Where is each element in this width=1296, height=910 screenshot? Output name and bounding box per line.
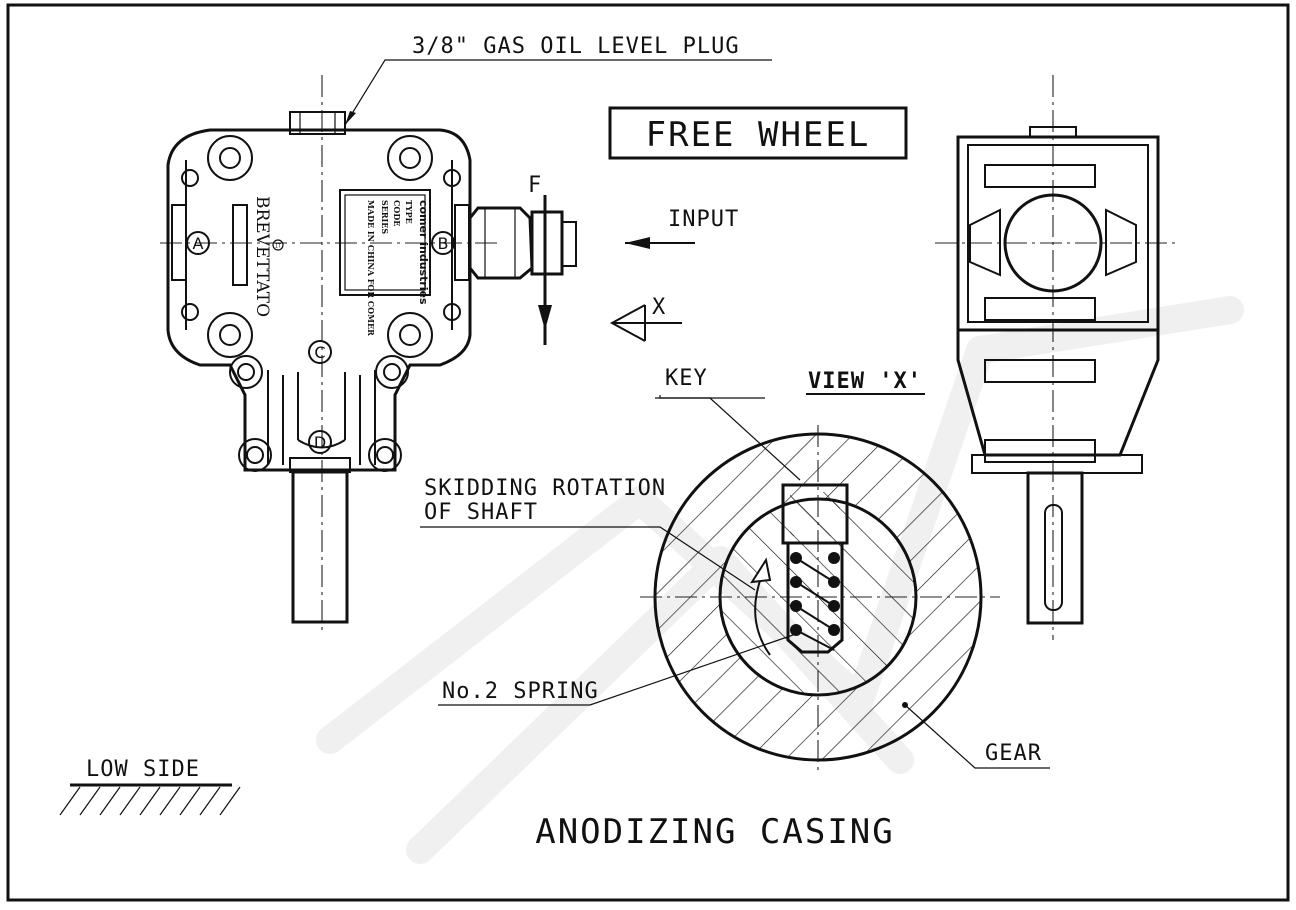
- point-b-label: B: [438, 234, 449, 253]
- spring-coils: [790, 552, 840, 651]
- point-a-label: A: [193, 234, 204, 253]
- point-c-label: C: [314, 343, 325, 362]
- patent-mark: IT: [275, 244, 281, 250]
- nameplate-origin: MADE IN CHINA FOR COMER: [366, 200, 376, 336]
- nameplate-brand: comer industries: [417, 200, 430, 305]
- nameplate: [339, 189, 431, 296]
- title-text: FREE WHEEL: [646, 115, 871, 155]
- casing-label: ANODIZING CASING: [535, 812, 895, 852]
- spring-label: No.2 SPRING: [442, 679, 599, 704]
- gearbox-front-view: [160, 75, 577, 630]
- nameplate-code: CODE: [392, 200, 402, 226]
- oil-plug-label: 3/8" GAS OIL LEVEL PLUG: [412, 34, 740, 59]
- patent-mark-circle: [272, 239, 284, 251]
- drawing-border: [6, 3, 1290, 902]
- nameplate-series: SERIES: [380, 200, 390, 234]
- force-arrow: [538, 195, 552, 345]
- oil-plug-shape: [289, 111, 346, 135]
- rotation-arrowhead: [750, 557, 772, 584]
- skidding-label-1: SKIDDING ROTATION: [424, 476, 666, 501]
- output-shaft: [291, 470, 349, 624]
- force-label: F: [528, 173, 542, 198]
- side-view-bore: [1003, 193, 1103, 293]
- rotation-arrow: [754, 574, 771, 656]
- low-side-label: LOW SIDE: [86, 757, 200, 782]
- brevettato-text: BREVETTATO: [252, 196, 272, 317]
- gear-label: GEAR: [985, 741, 1042, 766]
- oil-plug-leader: [344, 59, 772, 126]
- gearbox-side-view: [935, 75, 1180, 640]
- view-x-title: VIEW 'X': [808, 369, 922, 394]
- side-view-shaft: [1026, 471, 1084, 625]
- oil-plug-arrowhead: [345, 111, 356, 125]
- reference-points: A B C D: [186, 231, 455, 454]
- title-box: [608, 106, 908, 160]
- key-label: KEY: [665, 366, 708, 391]
- skidding-leader: [420, 526, 756, 591]
- gear-leader: [904, 704, 1050, 769]
- view-x-arrow: [609, 304, 682, 342]
- input-label: INPUT: [668, 207, 739, 232]
- side-view-keyway: [1044, 504, 1063, 611]
- nameplate-text: comer industries TYPE CODE SERIES MADE I…: [366, 200, 430, 336]
- input-shaft: [468, 206, 577, 280]
- spring-leader: [438, 634, 794, 706]
- view-x-arrow-label: X: [652, 295, 666, 320]
- point-d-label: D: [314, 433, 326, 452]
- low-side-symbol: [59, 783, 241, 816]
- skidding-label-2: OF SHAFT: [424, 500, 538, 525]
- input-arrow: [625, 237, 695, 249]
- nameplate-type: TYPE: [404, 200, 414, 224]
- section-view-x: [640, 425, 1000, 775]
- spring-pocket: [786, 541, 844, 654]
